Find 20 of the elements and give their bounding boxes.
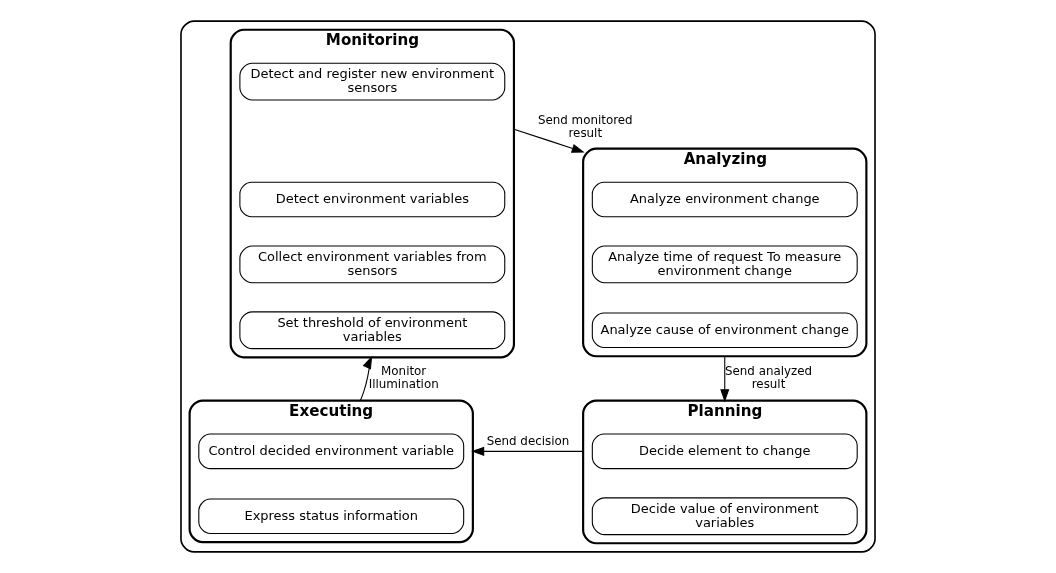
edge-label: Send analyzed result — [724, 364, 813, 392]
node-box: Analyze cause of environment change — [591, 312, 858, 349]
arrow — [513, 128, 585, 153]
edge-label: Send decision — [486, 433, 570, 448]
cluster — [180, 20, 876, 553]
edge-label: Monitor Illumination — [368, 364, 439, 392]
node-box: Detect and register new environment sensors — [239, 62, 506, 101]
node-box: Analyze environment change — [591, 181, 858, 218]
node-box: Detect environment variables — [239, 181, 506, 218]
node-box: Analyze time of request To measure environment change — [591, 245, 858, 284]
arrow — [471, 446, 584, 456]
node-box: Set threshold of environment variables — [239, 311, 506, 350]
edge-label: Send monitored result — [537, 112, 633, 140]
arrow — [359, 355, 373, 402]
node-box: Collect environment variables from sensors — [239, 245, 506, 284]
arrow — [720, 355, 730, 403]
node-box: Decide value of environment variables — [591, 497, 858, 536]
node-box: Control decided environment variable — [198, 433, 465, 470]
node-box: Decide element to change — [591, 433, 858, 470]
node-box: Express status information — [198, 498, 465, 535]
